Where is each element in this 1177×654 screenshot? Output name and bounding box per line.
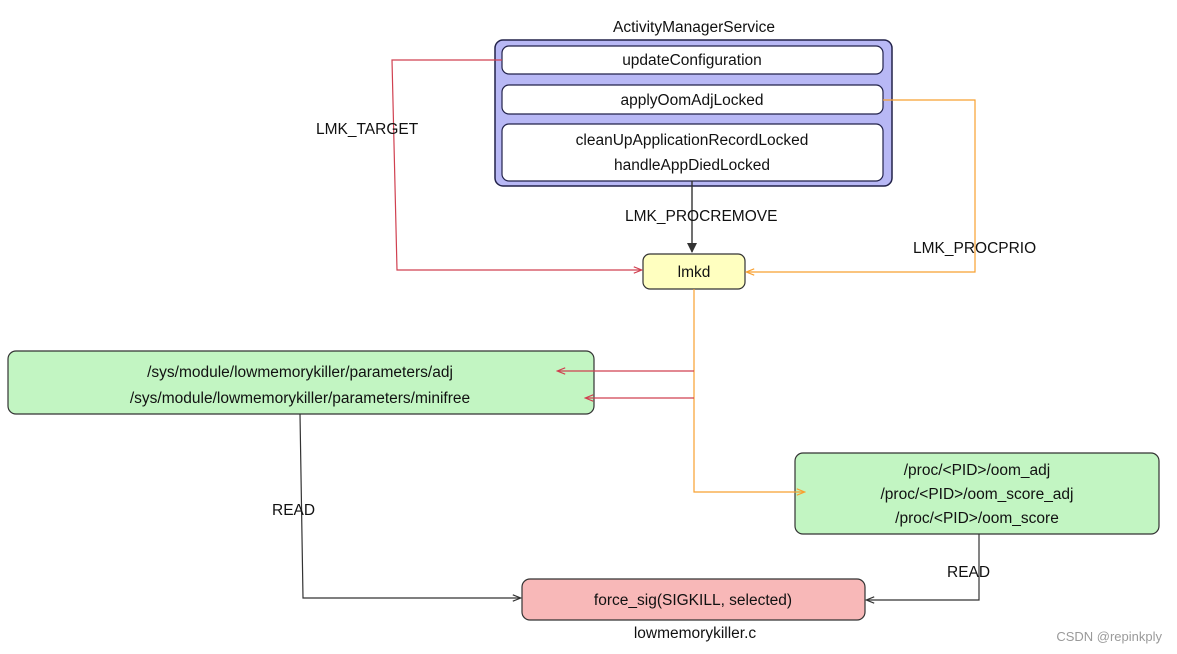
- edge-label-lmk-target: LMK_TARGET: [316, 121, 419, 138]
- proc-oom-adj: /proc/<PID>/oom_adj: [904, 462, 1050, 479]
- force-sig-call: force_sig(SIGKILL, selected): [594, 592, 792, 609]
- edge-read-proc: [867, 534, 980, 600]
- edge-lmk-procprio: [747, 99, 976, 272]
- force-sig-source-file: lowmemorykiller.c: [634, 625, 757, 642]
- edge-lmk-target: [391, 59, 641, 270]
- edge-read-sys: [299, 413, 520, 598]
- edge-label-lmk-procprio: LMK_PROCPRIO: [913, 240, 1036, 257]
- method-handle-app-died-locked: handleAppDiedLocked: [614, 157, 770, 174]
- edge-lmkd-to-proc: [693, 289, 804, 492]
- proc-files-box: [794, 452, 1160, 535]
- watermark: CSDN @repinkply: [1056, 629, 1162, 644]
- sys-params-box: [7, 350, 595, 415]
- sys-param-minifree: /sys/module/lowmemorykiller/parameters/m…: [130, 390, 470, 407]
- proc-oom-score-adj: /proc/<PID>/oom_score_adj: [881, 486, 1074, 503]
- method-update-configuration: updateConfiguration: [622, 52, 762, 69]
- proc-oom-score: /proc/<PID>/oom_score: [895, 510, 1059, 527]
- ams-title: ActivityManagerService: [613, 19, 775, 36]
- edge-label-lmk-procremove: LMK_PROCREMOVE: [625, 208, 777, 225]
- method-apply-oom-adj-locked: applyOomAdjLocked: [620, 92, 763, 109]
- lmkd-label: lmkd: [678, 264, 711, 281]
- method-clean-up-application-record-locked: cleanUpApplicationRecordLocked: [576, 132, 809, 149]
- force-sig-box: [521, 578, 866, 621]
- edge-label-read-sys: READ: [272, 502, 315, 519]
- edge-label-read-proc: READ: [947, 564, 990, 581]
- sys-param-adj: /sys/module/lowmemorykiller/parameters/a…: [147, 364, 453, 381]
